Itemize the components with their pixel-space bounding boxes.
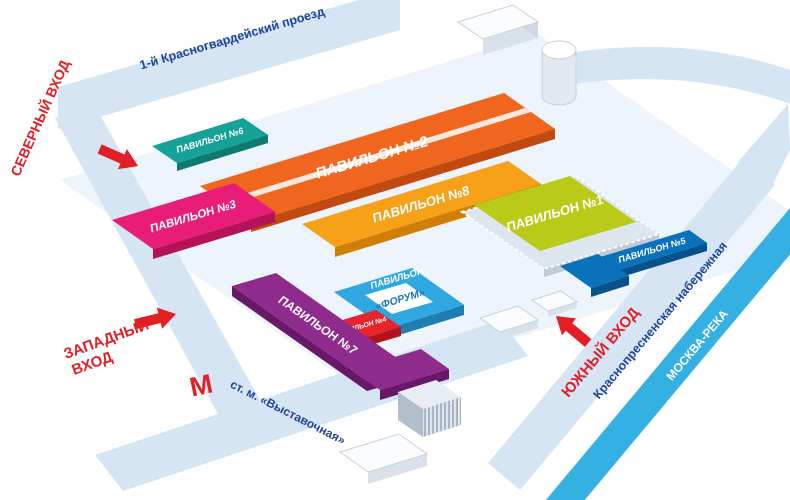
aux-box-south-roof <box>338 433 429 473</box>
pavilion-7-tower-front <box>423 397 461 437</box>
aux-block-north-roof <box>456 4 540 40</box>
pavilion-6-front <box>177 135 268 171</box>
pavilion-7-front-long <box>232 286 367 391</box>
pavilion-forum-front <box>386 305 464 339</box>
pavilion-2-roof-stripe <box>221 108 531 205</box>
road-north-street <box>58 0 400 129</box>
aux-box-2-roof <box>530 290 579 312</box>
pavilion-8-roof <box>302 161 541 247</box>
aux-box-2-face <box>548 302 577 317</box>
pavilion-2[interactable]: ПАВИЛЬОН №2 <box>200 93 555 232</box>
pavilion-1[interactable]: ПАВИЛЬОН №1 <box>459 175 662 277</box>
pavilion-7-tower-roof <box>398 380 461 409</box>
pavilion-3[interactable]: ПАВИЛЬОН №3 <box>112 183 275 259</box>
pavilion-forum-atrium <box>365 283 433 314</box>
aux-cylinder-body <box>541 49 577 106</box>
pavilion-1-roof <box>474 176 636 251</box>
pavilion-forum[interactable]: ПАВИЛЬОН «ФОРУМ» <box>334 266 464 339</box>
aux-box-1-face <box>500 320 538 340</box>
pavilion-2-front <box>251 129 555 232</box>
pavilion-7-ext-front <box>380 369 449 400</box>
aux-box-south-face <box>368 454 427 484</box>
moskva-river <box>545 207 790 500</box>
pavilion-6-roof <box>152 118 268 163</box>
aux-box-2 <box>530 290 579 317</box>
aux-box-1 <box>478 305 540 340</box>
pavilion-7-ext-roof <box>352 349 449 390</box>
pavilion-5-roof <box>597 230 707 271</box>
aux-block-north <box>456 4 540 55</box>
pavilion-5[interactable]: ПАВИЛЬОН №5 <box>560 230 707 297</box>
road-northeast-arc <box>575 46 790 104</box>
pavilion-7-tower-left <box>398 392 423 437</box>
pavilion-5-front <box>615 243 707 279</box>
pavilion-7[interactable]: ПАВИЛЬОН №7 <box>232 273 461 437</box>
aux-box-south <box>338 433 429 484</box>
aux-buildings <box>338 4 579 484</box>
aux-cylinder-top <box>541 40 577 60</box>
aux-box-1-roof <box>478 305 540 333</box>
pavilion-5-annex-roof <box>560 254 629 288</box>
pavilion-3-front <box>153 212 275 259</box>
pavilion-5-annex-front <box>591 276 629 297</box>
road-embankment-bend <box>738 104 790 190</box>
pavilion-3-roof <box>112 183 275 249</box>
road-west <box>55 106 260 414</box>
aux-cylinder-tower <box>541 40 577 106</box>
pavilion-7-roof <box>232 273 411 381</box>
aux-block-north-face <box>483 22 538 55</box>
